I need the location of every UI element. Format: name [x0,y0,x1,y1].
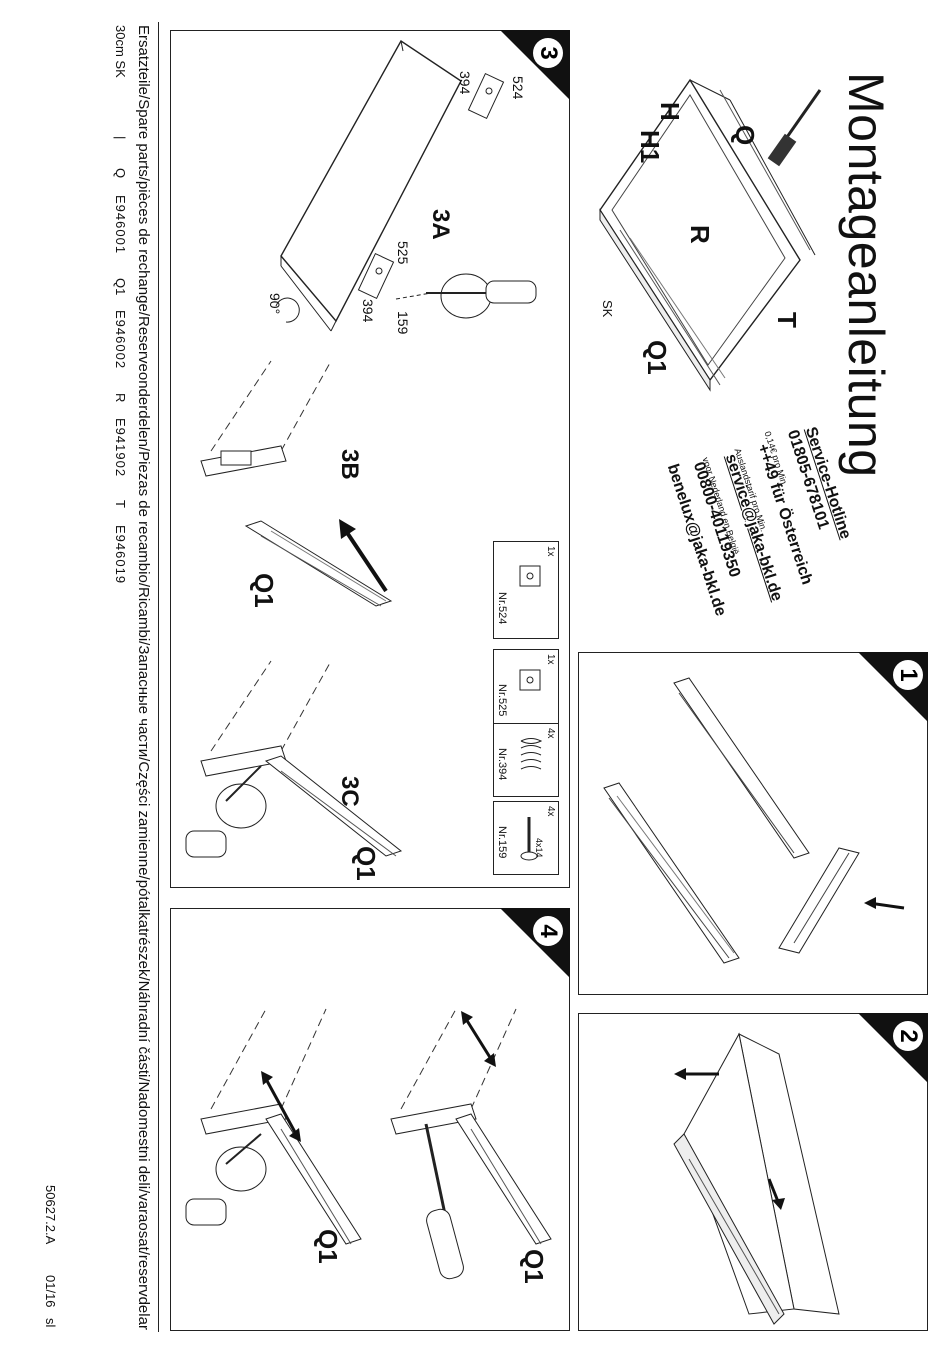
document-number: 50627.2.A [43,1185,58,1245]
screwdriver-icon [185,765,262,858]
part-nr: Nr.525 [496,684,508,717]
spare-code-q1-letter: Q1 [113,278,128,296]
step-3-panel: 3 3A 524 394 525 [170,30,570,888]
step-1-illustration [603,677,905,964]
dim-394-top: 394 [457,71,473,95]
bracket-524-icon [467,72,505,120]
spare-parts-separator: | [113,136,128,140]
bracket-525-icon [357,252,395,300]
bracket-icon [519,669,541,691]
page-title: Montageanleitung [838,72,894,478]
part-thumb-525: 1x Nr.525 [493,649,559,729]
step-4-illustration [185,1008,552,1280]
q1-label-4b: Q1 [313,1229,343,1264]
part-label-q1: Q1 [642,340,672,375]
spare-parts-line: Ersatzteile/Spare parts/pièces de rechan… [135,25,152,1330]
part-label-h1: H1 [635,130,665,164]
screwdriver-icon [424,1123,464,1280]
rotation-angle: 90° [267,293,283,315]
part-thumb-524: 1x Nr.524 [493,541,559,639]
step-2-illustration [673,1032,840,1325]
dowel-icon [520,738,543,770]
document-date: 01/16 [43,1275,58,1308]
part-qty: 4x [545,806,556,817]
document-author: sl [43,1318,58,1328]
part-qty: 1x [545,654,556,665]
part-thumb-159: 4x 4x14 Nr.159 [493,801,559,875]
spare-code-r: E941902 [113,418,128,478]
part-nr: Nr.159 [496,826,508,859]
part-nr: Nr.394 [496,748,508,781]
screwdriver-icon [426,280,537,304]
step-3b-label: 3B [336,449,363,480]
q1-label-3c: Q1 [351,846,381,881]
part-label-t: T [772,312,802,328]
part-nr: Nr.524 [496,592,508,625]
part-label-r: R [685,225,715,244]
step-3b-illustration [200,360,393,607]
model-label: SK [600,300,615,318]
spare-code-r-letter: R [113,393,128,403]
dim-159: 159 [395,311,411,335]
spare-code-t-letter: T [113,500,128,508]
dim-524: 524 [510,76,526,100]
step-3c-label: 3C [336,776,363,807]
q1-label-3b: Q1 [249,573,279,608]
dim-394-bottom: 394 [360,299,376,323]
step-3c-illustration [185,660,403,858]
spare-code-q: E946001 [113,195,128,255]
spare-code-t: E946019 [113,525,128,585]
step-3a-label: 3A [427,209,454,240]
part-thumb-394: 4x Nr.394 [493,723,559,797]
dim-525: 525 [395,241,411,265]
spare-code-q-letter: Q [113,168,128,179]
step-1-panel: 1 [578,652,928,995]
part-label-q: Q [730,125,760,146]
step-3a-illustration [275,39,537,332]
part-qty: 1x [545,546,556,557]
part-label-h: H [655,102,685,121]
step-4-panel: 4 [170,908,570,1331]
screwdriver-icon [767,89,822,167]
footer-divider [158,22,159,1332]
step-2-panel: 2 [578,1013,928,1331]
q1-label-4a: Q1 [519,1249,549,1284]
part-qty: 4x [545,728,556,739]
spare-parts-model: 30cm SK [113,25,128,78]
screw-icon [520,817,538,861]
spare-code-q1: E946002 [113,310,128,370]
drawer-overview-illustration [599,78,822,392]
screwdriver-icon [185,1133,262,1226]
bracket-icon [519,565,541,587]
